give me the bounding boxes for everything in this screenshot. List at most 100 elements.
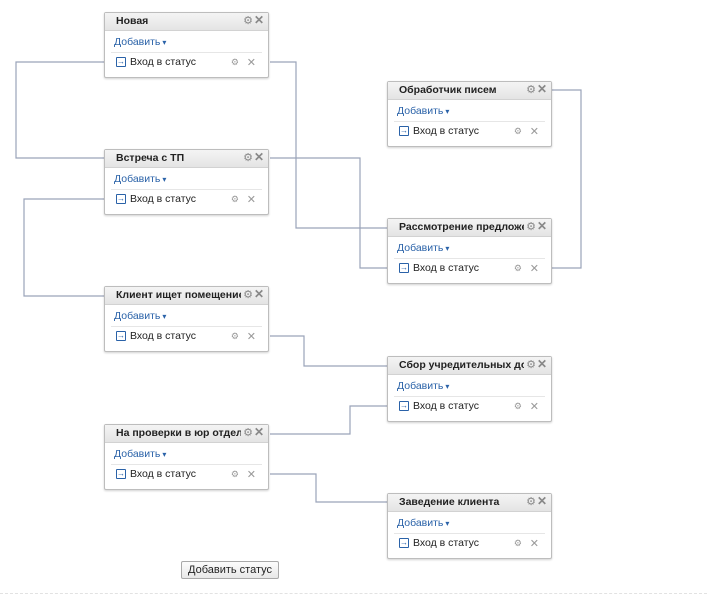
status-card-client-onboarding[interactable]: Заведение клиента ⚙ ✕ Добавить▾ → Вход в… <box>387 493 552 559</box>
caret-down-icon: ▾ <box>445 382 450 391</box>
add-dropdown-button[interactable]: Добавить▾ <box>397 517 551 529</box>
trigger-gear-icon[interactable]: ⚙ <box>513 401 522 411</box>
card-header[interactable]: Встреча с ТП ⚙ ✕ <box>105 150 268 168</box>
add-label: Добавить <box>114 448 161 460</box>
trigger-close-icon[interactable]: ✕ <box>529 126 539 138</box>
trigger-row: → Вход в статус ⚙ ✕ <box>388 399 551 415</box>
caret-down-icon: ▾ <box>162 38 167 47</box>
card-header[interactable]: Обработчик писем ⚙ ✕ <box>388 82 551 100</box>
close-icon[interactable]: ✕ <box>536 82 547 96</box>
status-title: Сбор учредительных документов <box>399 359 524 371</box>
status-title: Заведение клиента <box>399 496 500 508</box>
sign-in-icon: → <box>399 126 409 136</box>
trigger-row: → Вход в статус ⚙ ✕ <box>105 467 268 483</box>
connector-line <box>23 198 104 297</box>
caret-down-icon: ▾ <box>445 107 450 116</box>
trigger-close-icon[interactable]: ✕ <box>246 194 256 206</box>
status-card-proposal-review[interactable]: Рассмотрение предложения ⚙ ✕ Добавить▾ →… <box>387 218 552 284</box>
trigger-gear-icon[interactable]: ⚙ <box>513 538 522 548</box>
close-icon[interactable]: ✕ <box>536 494 547 508</box>
close-icon[interactable]: ✕ <box>253 150 264 164</box>
trigger-close-icon[interactable]: ✕ <box>246 331 256 343</box>
trigger-label: Вход в статус <box>130 56 197 68</box>
add-label: Добавить <box>397 380 444 392</box>
trigger-gear-icon[interactable]: ⚙ <box>513 126 522 136</box>
trigger-gear-icon[interactable]: ⚙ <box>230 194 239 204</box>
gear-icon[interactable]: ⚙ <box>526 496 536 508</box>
trigger-row: → Вход в статус ⚙ ✕ <box>105 55 268 71</box>
close-icon[interactable]: ✕ <box>253 13 264 27</box>
add-label: Добавить <box>397 517 444 529</box>
caret-down-icon: ▾ <box>162 312 167 321</box>
caret-down-icon: ▾ <box>162 175 167 184</box>
status-card-documents-collection[interactable]: Сбор учредительных документов ⚙ ✕ Добави… <box>387 356 552 422</box>
add-dropdown-button[interactable]: Добавить▾ <box>114 36 268 48</box>
status-card-meeting[interactable]: Встреча с ТП ⚙ ✕ Добавить▾ → Вход в стат… <box>104 149 269 215</box>
trigger-close-icon[interactable]: ✕ <box>246 469 256 481</box>
status-card-legal-check[interactable]: На проверки в юр отделе ⚙ ✕ Добавить▾ → … <box>104 424 269 490</box>
close-icon[interactable]: ✕ <box>253 287 264 301</box>
trigger-label: Вход в статус <box>413 262 480 274</box>
add-label: Добавить <box>114 310 161 322</box>
trigger-label: Вход в статус <box>413 537 480 549</box>
card-header[interactable]: Клиент ищет помещение ⚙ ✕ <box>105 287 268 305</box>
divider <box>111 326 262 327</box>
trigger-gear-icon[interactable]: ⚙ <box>230 469 239 479</box>
add-dropdown-button[interactable]: Добавить▾ <box>114 310 268 322</box>
add-dropdown-button[interactable]: Добавить▾ <box>397 380 551 392</box>
card-header[interactable]: Рассмотрение предложения ⚙ ✕ <box>388 219 551 237</box>
add-dropdown-button[interactable]: Добавить▾ <box>114 173 268 185</box>
bottom-divider <box>0 593 707 594</box>
connector-line <box>15 61 104 159</box>
divider <box>111 464 262 465</box>
trigger-gear-icon[interactable]: ⚙ <box>230 57 239 67</box>
trigger-close-icon[interactable]: ✕ <box>529 263 539 275</box>
trigger-close-icon[interactable]: ✕ <box>529 538 539 550</box>
close-icon[interactable]: ✕ <box>536 357 547 371</box>
sign-in-icon: → <box>399 401 409 411</box>
trigger-close-icon[interactable]: ✕ <box>529 401 539 413</box>
status-title: На проверки в юр отделе <box>116 427 241 439</box>
trigger-close-icon[interactable]: ✕ <box>246 57 256 69</box>
add-label: Добавить <box>397 242 444 254</box>
add-status-button[interactable]: Добавить статус <box>181 561 279 579</box>
status-card-mail-handler[interactable]: Обработчик писем ⚙ ✕ Добавить▾ → Вход в … <box>387 81 552 147</box>
trigger-row: → Вход в статус ⚙ ✕ <box>388 124 551 140</box>
card-header[interactable]: На проверки в юр отделе ⚙ ✕ <box>105 425 268 443</box>
connector-line <box>270 473 387 503</box>
gear-icon[interactable]: ⚙ <box>243 289 253 301</box>
gear-icon[interactable]: ⚙ <box>243 152 253 164</box>
close-icon[interactable]: ✕ <box>253 425 264 439</box>
add-dropdown-button[interactable]: Добавить▾ <box>397 242 551 254</box>
card-header[interactable]: Сбор учредительных документов ⚙ ✕ <box>388 357 551 375</box>
connector-line <box>270 335 387 367</box>
trigger-row: → Вход в статус ⚙ ✕ <box>105 329 268 345</box>
status-card-new[interactable]: Новая ⚙ ✕ Добавить▾ → Вход в статус ⚙ ✕ <box>104 12 269 78</box>
trigger-gear-icon[interactable]: ⚙ <box>230 331 239 341</box>
sign-in-icon: → <box>116 194 126 204</box>
card-header[interactable]: Заведение клиента ⚙ ✕ <box>388 494 551 512</box>
connector-line <box>552 89 582 269</box>
gear-icon[interactable]: ⚙ <box>526 359 536 371</box>
close-icon[interactable]: ✕ <box>536 219 547 233</box>
divider <box>111 189 262 190</box>
gear-icon[interactable]: ⚙ <box>243 15 253 27</box>
add-label: Добавить <box>114 36 161 48</box>
add-dropdown-button[interactable]: Добавить▾ <box>397 105 551 117</box>
add-dropdown-button[interactable]: Добавить▾ <box>114 448 268 460</box>
card-header[interactable]: Новая ⚙ ✕ <box>105 13 268 31</box>
trigger-gear-icon[interactable]: ⚙ <box>513 263 522 273</box>
sign-in-icon: → <box>399 538 409 548</box>
trigger-label: Вход в статус <box>130 330 197 342</box>
connector-line <box>270 405 387 435</box>
gear-icon[interactable]: ⚙ <box>243 427 253 439</box>
gear-icon[interactable]: ⚙ <box>526 221 536 233</box>
status-title: Встреча с ТП <box>116 152 185 164</box>
sign-in-icon: → <box>116 331 126 341</box>
connector-line <box>270 157 387 269</box>
add-label: Добавить <box>397 105 444 117</box>
divider <box>111 52 262 53</box>
gear-icon[interactable]: ⚙ <box>526 84 536 96</box>
status-card-client-searching[interactable]: Клиент ищет помещение ⚙ ✕ Добавить▾ → Вх… <box>104 286 269 352</box>
